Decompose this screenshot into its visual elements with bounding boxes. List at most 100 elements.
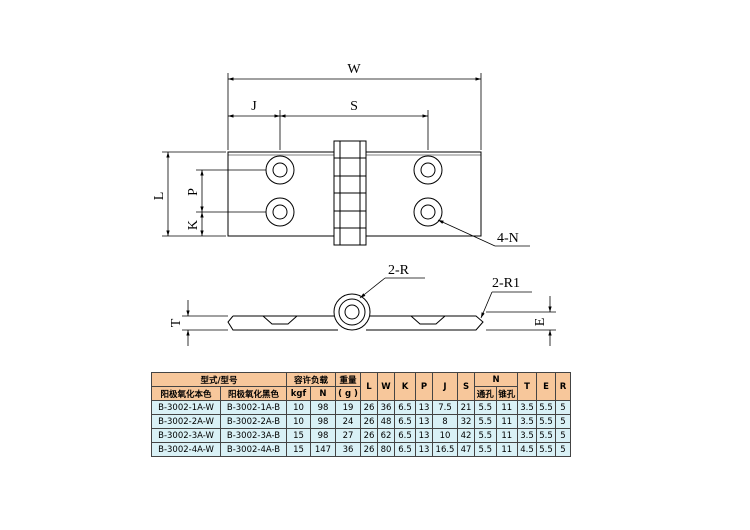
cell: B-3002-1A-B	[219, 400, 288, 415]
cell: 62	[377, 428, 395, 443]
header-gram: ( g )	[335, 386, 361, 401]
header-model: 型式/型号	[151, 372, 287, 387]
cell: 98	[309, 414, 337, 429]
hinge-technical-drawing: W J S L P K 4-N T	[152, 62, 556, 346]
cell: 5.5	[536, 400, 556, 415]
header-countersink: 锥孔	[495, 386, 518, 401]
dimension-w	[227, 73, 482, 150]
header-k: K	[394, 372, 416, 401]
header-s: S	[457, 372, 475, 401]
cell: 36	[377, 400, 395, 415]
header-weight: 重量	[335, 372, 361, 387]
header-r: R	[555, 372, 571, 401]
cell: 10	[286, 414, 311, 429]
leader-2r1	[480, 291, 532, 319]
cell: B-3002-2A-W	[151, 414, 221, 429]
countersunk-hole-icon	[413, 197, 443, 227]
dimension-l-label: L	[152, 192, 167, 201]
dimension-e	[486, 296, 556, 346]
dimension-e-label: E	[533, 318, 548, 327]
header-newton: N	[309, 386, 337, 401]
cell: 15	[286, 428, 311, 443]
cell: 5.5	[474, 442, 497, 457]
header-j: J	[432, 372, 458, 401]
cell: 36	[335, 442, 361, 457]
cell: 147	[309, 442, 337, 457]
cell: 11	[495, 428, 518, 443]
table-header-row: 型式/型号 容许负载 重量 L W K P J S N T E R	[151, 372, 571, 401]
dimension-t	[182, 300, 228, 346]
cell: 11	[495, 414, 518, 429]
cell: 6.5	[394, 442, 416, 457]
header-n: N	[474, 372, 518, 387]
cell: 5.5	[536, 414, 556, 429]
dimension-k-label: K	[186, 220, 201, 230]
header-black: 阳极氧化黑色	[219, 386, 288, 401]
cell: 5.5	[474, 428, 497, 443]
cell: 6.5	[394, 428, 416, 443]
header-kgf: kgf	[286, 386, 311, 401]
cell: 26	[360, 442, 378, 457]
header-through-hole: 通孔	[474, 386, 497, 401]
side-view	[227, 293, 484, 331]
cell: 21	[457, 400, 475, 415]
cell: 15	[286, 442, 311, 457]
cell: B-3002-2A-B	[219, 414, 288, 429]
cell: B-3002-3A-B	[219, 428, 288, 443]
cell: 5.5	[536, 442, 556, 457]
cell: 10	[286, 400, 311, 415]
cell: 11	[495, 442, 518, 457]
cell: B-3002-4A-W	[151, 442, 221, 457]
spec-table: 型式/型号 容许负载 重量 L W K P J S N T E R 阳极氧化本色…	[151, 372, 571, 457]
header-natural: 阳极氧化本色	[151, 386, 221, 401]
cell: 16.5	[432, 442, 458, 457]
radius1-label: 2-R1	[492, 276, 520, 291]
header-e: E	[536, 372, 556, 401]
cell: 10	[432, 428, 458, 443]
cell: 4.5	[517, 442, 537, 457]
cell: 47	[457, 442, 475, 457]
cell: 5	[555, 400, 571, 415]
cell: 5.5	[474, 414, 497, 429]
leader-4n	[437, 219, 530, 247]
cell: 13	[415, 428, 433, 443]
cell: 5	[555, 414, 571, 429]
dimension-s-label: S	[350, 99, 358, 114]
header-t: T	[517, 372, 537, 401]
radius-label: 2-R	[388, 263, 410, 278]
cell: 3.5	[517, 400, 537, 415]
header-load: 容许负载	[286, 372, 336, 387]
header-l: L	[360, 372, 378, 401]
cell: 7.5	[432, 400, 458, 415]
cell: 8	[432, 414, 458, 429]
cell: 6.5	[394, 414, 416, 429]
cell: 3.5	[517, 414, 537, 429]
cell: 27	[335, 428, 361, 443]
cell: 5.5	[536, 428, 556, 443]
cell: 5.5	[474, 400, 497, 415]
dimension-j-s	[228, 110, 429, 150]
cell: 26	[360, 414, 378, 429]
countersunk-hole-icon	[413, 155, 443, 185]
cell: 48	[377, 414, 395, 429]
cell: 5	[555, 442, 571, 457]
cell: B-3002-4A-B	[219, 442, 288, 457]
dimension-w-label: W	[347, 62, 361, 77]
cell: 80	[377, 442, 395, 457]
holes-label: 4-N	[497, 231, 519, 246]
header-w: W	[377, 372, 395, 401]
cell: 19	[335, 400, 361, 415]
cell: 98	[309, 428, 337, 443]
dimension-j-label: J	[251, 99, 257, 114]
cell: B-3002-1A-W	[151, 400, 221, 415]
cell: 11	[495, 400, 518, 415]
cell: 26	[360, 400, 378, 415]
cell: 5	[555, 428, 571, 443]
dimension-p-label: P	[186, 188, 201, 196]
cell: 6.5	[394, 400, 416, 415]
dimension-l-p-k	[162, 151, 266, 237]
